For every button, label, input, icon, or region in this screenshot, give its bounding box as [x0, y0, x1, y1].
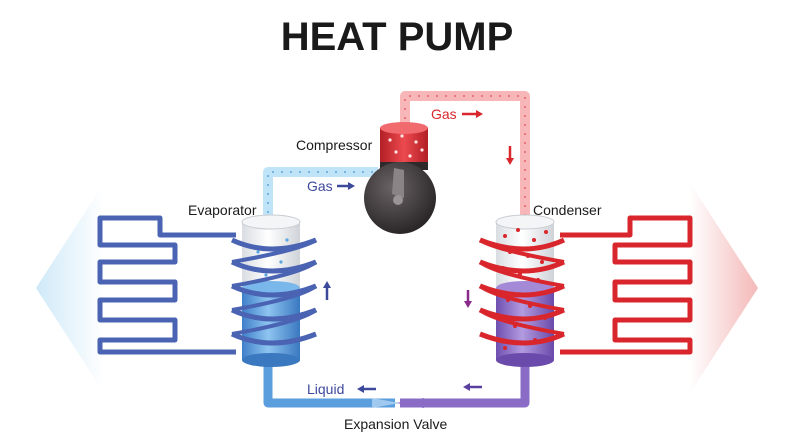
cold-air-arrow	[36, 183, 104, 393]
arrow-right-icon	[337, 182, 355, 190]
evaporator-helix	[230, 237, 318, 346]
condenser-helix	[478, 237, 566, 346]
gas-label-left: Gas	[307, 178, 333, 194]
arrow-down-icon	[464, 290, 472, 308]
page-title: HEAT PUMP	[281, 15, 514, 59]
arrow-left-icon	[463, 383, 482, 391]
condenser-coil-outer	[560, 215, 693, 355]
evaporator-label: Evaporator	[188, 202, 257, 218]
warm-air-arrow	[690, 183, 758, 393]
condenser-label: Condenser	[533, 202, 602, 218]
expansion-valve	[372, 398, 400, 408]
cold-gas-pipe	[263, 167, 378, 222]
arrow-up-icon	[323, 281, 331, 300]
arrow-right-icon	[462, 110, 483, 118]
arrow-down-icon	[506, 146, 514, 165]
compressor	[364, 122, 436, 234]
compressor-label: Compressor	[296, 137, 373, 153]
arrow-left-icon	[357, 385, 376, 393]
expansion-valve-label: Expansion Valve	[344, 416, 447, 432]
gas-label-top: Gas	[431, 106, 457, 122]
evaporator-tank	[241, 214, 301, 367]
evaporator-coil-outer	[97, 215, 236, 355]
liquid-label: Liquid	[307, 381, 344, 397]
liquid-pipe-right	[400, 360, 530, 408]
liquid-pipe-left	[263, 360, 395, 408]
